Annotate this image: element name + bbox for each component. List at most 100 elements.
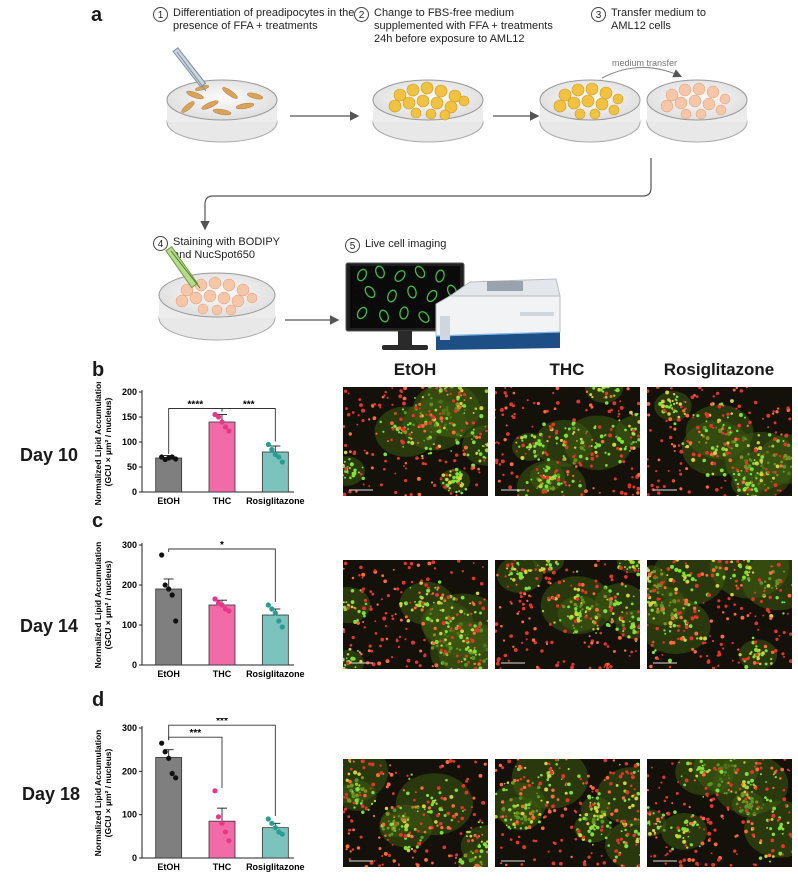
nucleus xyxy=(359,472,363,476)
lipid-droplet xyxy=(751,636,755,640)
nucleus xyxy=(351,848,355,851)
nucleus xyxy=(431,415,436,420)
lipid-droplet xyxy=(747,566,752,570)
nucleus xyxy=(579,777,582,781)
nucleus xyxy=(428,421,433,425)
nucleus xyxy=(738,787,742,791)
lipid-droplet xyxy=(627,798,631,801)
lipid-droplet xyxy=(541,452,544,455)
lipid-droplet xyxy=(743,486,747,490)
nucleus xyxy=(623,649,627,652)
nucleus xyxy=(740,783,744,786)
nucleus xyxy=(536,401,541,406)
nucleus xyxy=(558,767,561,770)
nucleus xyxy=(457,481,461,485)
nucleus xyxy=(506,585,509,588)
lipid-droplet xyxy=(637,420,640,424)
lipid-droplet xyxy=(758,446,763,451)
lipid-droplet xyxy=(675,834,679,838)
nucleus xyxy=(485,430,488,433)
lipid-droplet xyxy=(475,591,480,596)
lipid-droplet xyxy=(482,455,486,459)
nucleus xyxy=(787,593,792,598)
column-header-etoh: EtOH xyxy=(393,360,437,379)
nucleus xyxy=(781,844,786,849)
y-tick-label: 0 xyxy=(132,487,137,497)
nucleus xyxy=(369,607,373,612)
lipid-droplet xyxy=(556,562,559,566)
lipid-droplet xyxy=(437,580,442,584)
nucleus xyxy=(650,855,653,858)
nucleus xyxy=(677,637,680,641)
nucleus xyxy=(408,831,412,834)
nucleus xyxy=(540,649,544,653)
bar xyxy=(261,827,289,859)
nucleus xyxy=(440,806,443,809)
lipid-droplet xyxy=(540,479,543,482)
nucleus xyxy=(706,821,709,824)
nucleus xyxy=(736,834,739,837)
nucleus xyxy=(734,771,738,775)
lipid-droplet xyxy=(585,606,590,610)
lipid-droplet xyxy=(568,616,571,619)
nucleus xyxy=(745,791,749,794)
nucleus xyxy=(502,473,505,477)
nucleus xyxy=(431,560,436,565)
lipid-droplet xyxy=(738,412,743,417)
lipid-droplet xyxy=(448,642,452,646)
significance-bracket xyxy=(168,724,276,816)
lipid-droplet xyxy=(439,609,442,612)
nucleus xyxy=(629,784,633,788)
lipid-droplet xyxy=(527,586,531,590)
lipid-droplet xyxy=(754,494,757,496)
dish-adipocytes xyxy=(372,79,484,143)
nucleus xyxy=(700,841,705,846)
nucleus xyxy=(656,657,660,661)
lipid-droplet xyxy=(509,571,513,576)
nucleus xyxy=(722,404,725,407)
lipid-droplet xyxy=(459,609,463,614)
lipid-droplet xyxy=(429,809,433,814)
lipid-droplet xyxy=(597,792,601,796)
lipid-droplet xyxy=(418,604,422,608)
lipid-droplet xyxy=(439,830,444,835)
nucleus xyxy=(618,853,621,856)
nucleus xyxy=(556,460,560,464)
nucleus xyxy=(438,412,442,416)
lipid-droplet xyxy=(653,600,657,604)
lipid-droplet xyxy=(687,835,690,838)
lipid-droplet xyxy=(611,612,615,615)
nucleus xyxy=(472,796,476,800)
nucleus xyxy=(679,611,682,615)
nucleus xyxy=(584,590,588,595)
lipid-droplet xyxy=(528,448,531,451)
nucleus xyxy=(545,642,549,645)
lipid-droplet xyxy=(513,812,516,815)
nucleus xyxy=(410,640,415,645)
lipid-droplet xyxy=(457,476,462,481)
nucleus xyxy=(454,626,459,631)
nucleus xyxy=(699,815,703,819)
nucleus xyxy=(535,576,539,581)
nucleus xyxy=(660,439,664,443)
nucleus xyxy=(637,569,640,572)
nucleus xyxy=(746,564,749,567)
nucleus xyxy=(469,612,473,616)
nucleus xyxy=(726,617,730,621)
nucleus xyxy=(767,853,772,858)
nucleus xyxy=(687,857,692,862)
lipid-droplet xyxy=(538,568,542,572)
nucleus xyxy=(656,597,660,601)
lipid-droplet xyxy=(629,625,634,630)
lipid-droplet xyxy=(683,576,687,580)
nucleus xyxy=(693,609,697,614)
nucleus xyxy=(610,619,614,623)
nucleus xyxy=(403,387,408,391)
nucleus xyxy=(615,819,619,822)
nucleus xyxy=(600,439,605,444)
nucleus xyxy=(679,864,683,867)
lipid-droplet xyxy=(474,653,477,656)
lipid-droplet xyxy=(505,824,508,827)
lipid-droplet xyxy=(592,387,596,390)
lipid-droplet xyxy=(593,823,596,827)
